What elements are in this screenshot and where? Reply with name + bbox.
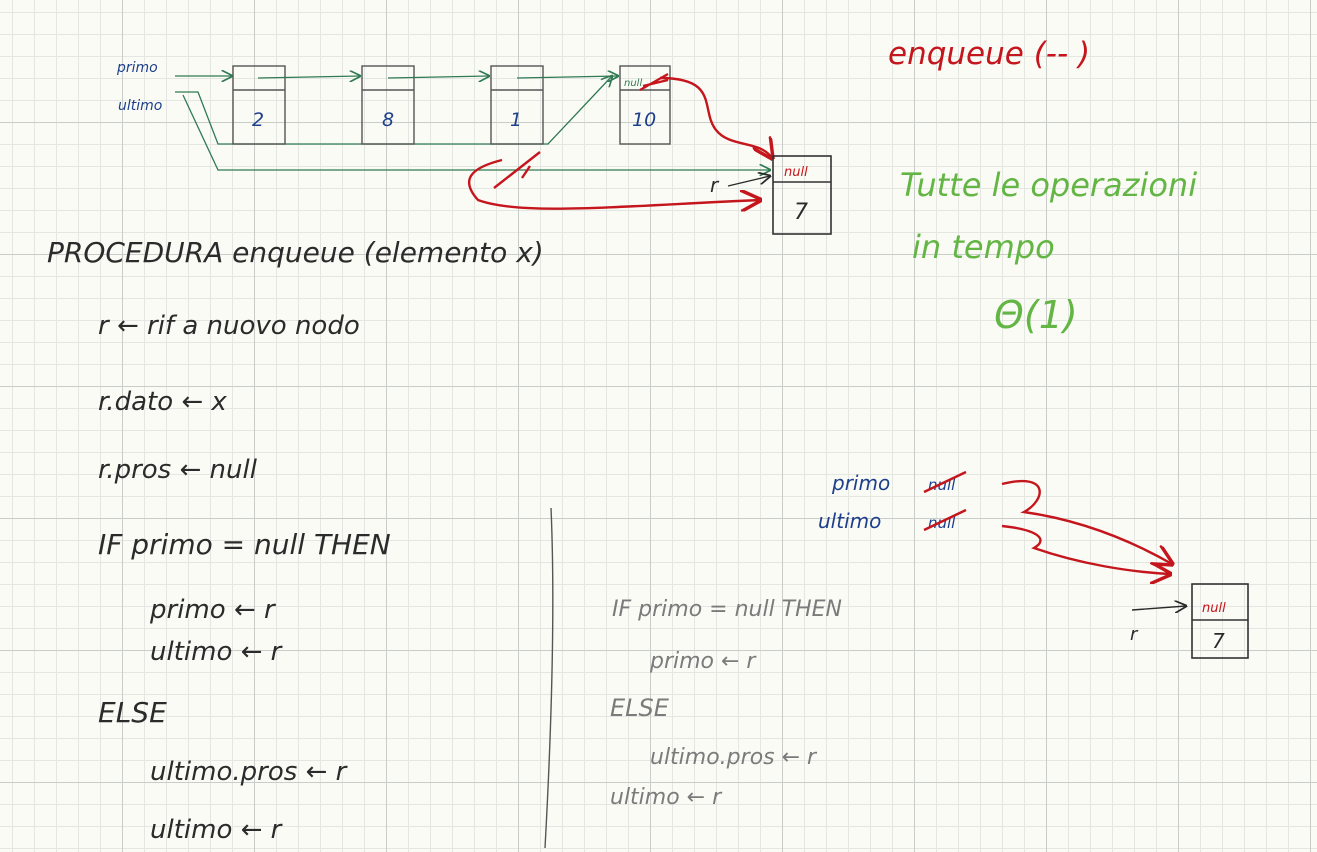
new-node-value: 7	[794, 200, 808, 225]
head-label: primo	[116, 60, 158, 76]
code-line: primo ← r	[149, 595, 277, 625]
tail-label: ultimo	[118, 98, 162, 114]
note-line-2: in tempo	[912, 228, 1055, 266]
list-node: 1	[490, 65, 544, 145]
queue-diagram: primo ultimo 2 8 1	[116, 60, 832, 235]
procedure: PROCEDURA enqueue (elemento x) r ← rif a…	[47, 236, 544, 845]
alternative-procedure: IF primo = null THEN primo ← r ELSE ulti…	[610, 597, 842, 810]
tail-pointer-old	[175, 76, 612, 145]
red-tail-arrow	[467, 158, 760, 209]
divider-line	[544, 507, 554, 849]
code-line: IF primo = null THEN	[98, 528, 391, 561]
note-line-1: Tutte le operazioni	[900, 166, 1197, 204]
list-node: 2	[232, 65, 286, 145]
red-tail-arrow	[1001, 524, 1170, 574]
empty-new-node: null 7	[1191, 583, 1249, 659]
next-arrow	[516, 76, 618, 78]
tail-pointer-new	[182, 94, 770, 170]
complexity-note: Tutte le operazioni in tempo Θ(1)	[900, 166, 1197, 337]
empty-node-value: 7	[1212, 629, 1225, 653]
new-node-pointer: r	[710, 173, 720, 197]
empty-pointer: r	[1130, 624, 1139, 645]
node-next: null	[624, 78, 642, 89]
list-node: null 10	[619, 65, 671, 145]
node-value: 10	[632, 109, 656, 131]
next-arrow	[387, 76, 489, 78]
red-link-arrow	[659, 76, 772, 158]
strike-mark	[493, 151, 541, 189]
alt-code-line: IF primo = null THEN	[612, 597, 842, 622]
code-line: r.dato ← x	[98, 387, 227, 417]
alt-code-line: ultimo.pros ← r	[650, 745, 818, 770]
red-head-arrow	[1001, 479, 1172, 564]
note-complexity: Θ(1)	[994, 293, 1078, 337]
empty-tail-label: ultimo	[818, 509, 881, 533]
new-node: null 7	[772, 155, 832, 235]
node-value: 1	[510, 109, 522, 131]
new-node-next: null	[784, 165, 808, 180]
alt-code-line: primo ← r	[649, 649, 757, 674]
code-line: ELSE	[98, 696, 167, 729]
code-line: ultimo ← r	[150, 815, 284, 845]
pointer-arrow	[1131, 606, 1186, 610]
node-value: 8	[382, 109, 394, 131]
pointer-arrow	[727, 176, 770, 187]
strike-mark	[639, 73, 669, 91]
empty-case-diagram: primo ultimo null null r null 7	[818, 470, 1249, 659]
code-line: r.pros ← null	[98, 455, 258, 485]
alt-code-line: ultimo ← r	[610, 785, 723, 810]
strike-mark	[923, 470, 967, 532]
code-line: r ← rif a nuovo nodo	[98, 311, 360, 341]
empty-node-next: null	[1202, 601, 1226, 616]
code-line: ultimo.pros ← r	[150, 757, 349, 787]
empty-head-label: primo	[831, 471, 890, 495]
list-node: 8	[361, 65, 415, 145]
procedure-header: PROCEDURA enqueue (elemento x)	[47, 236, 544, 269]
title-enqueue: enqueue (-- )	[888, 36, 1090, 72]
alt-code-line: ELSE	[610, 694, 670, 722]
code-line: ultimo ← r	[150, 637, 284, 667]
next-arrow	[257, 76, 360, 78]
node-value: 2	[252, 109, 264, 131]
